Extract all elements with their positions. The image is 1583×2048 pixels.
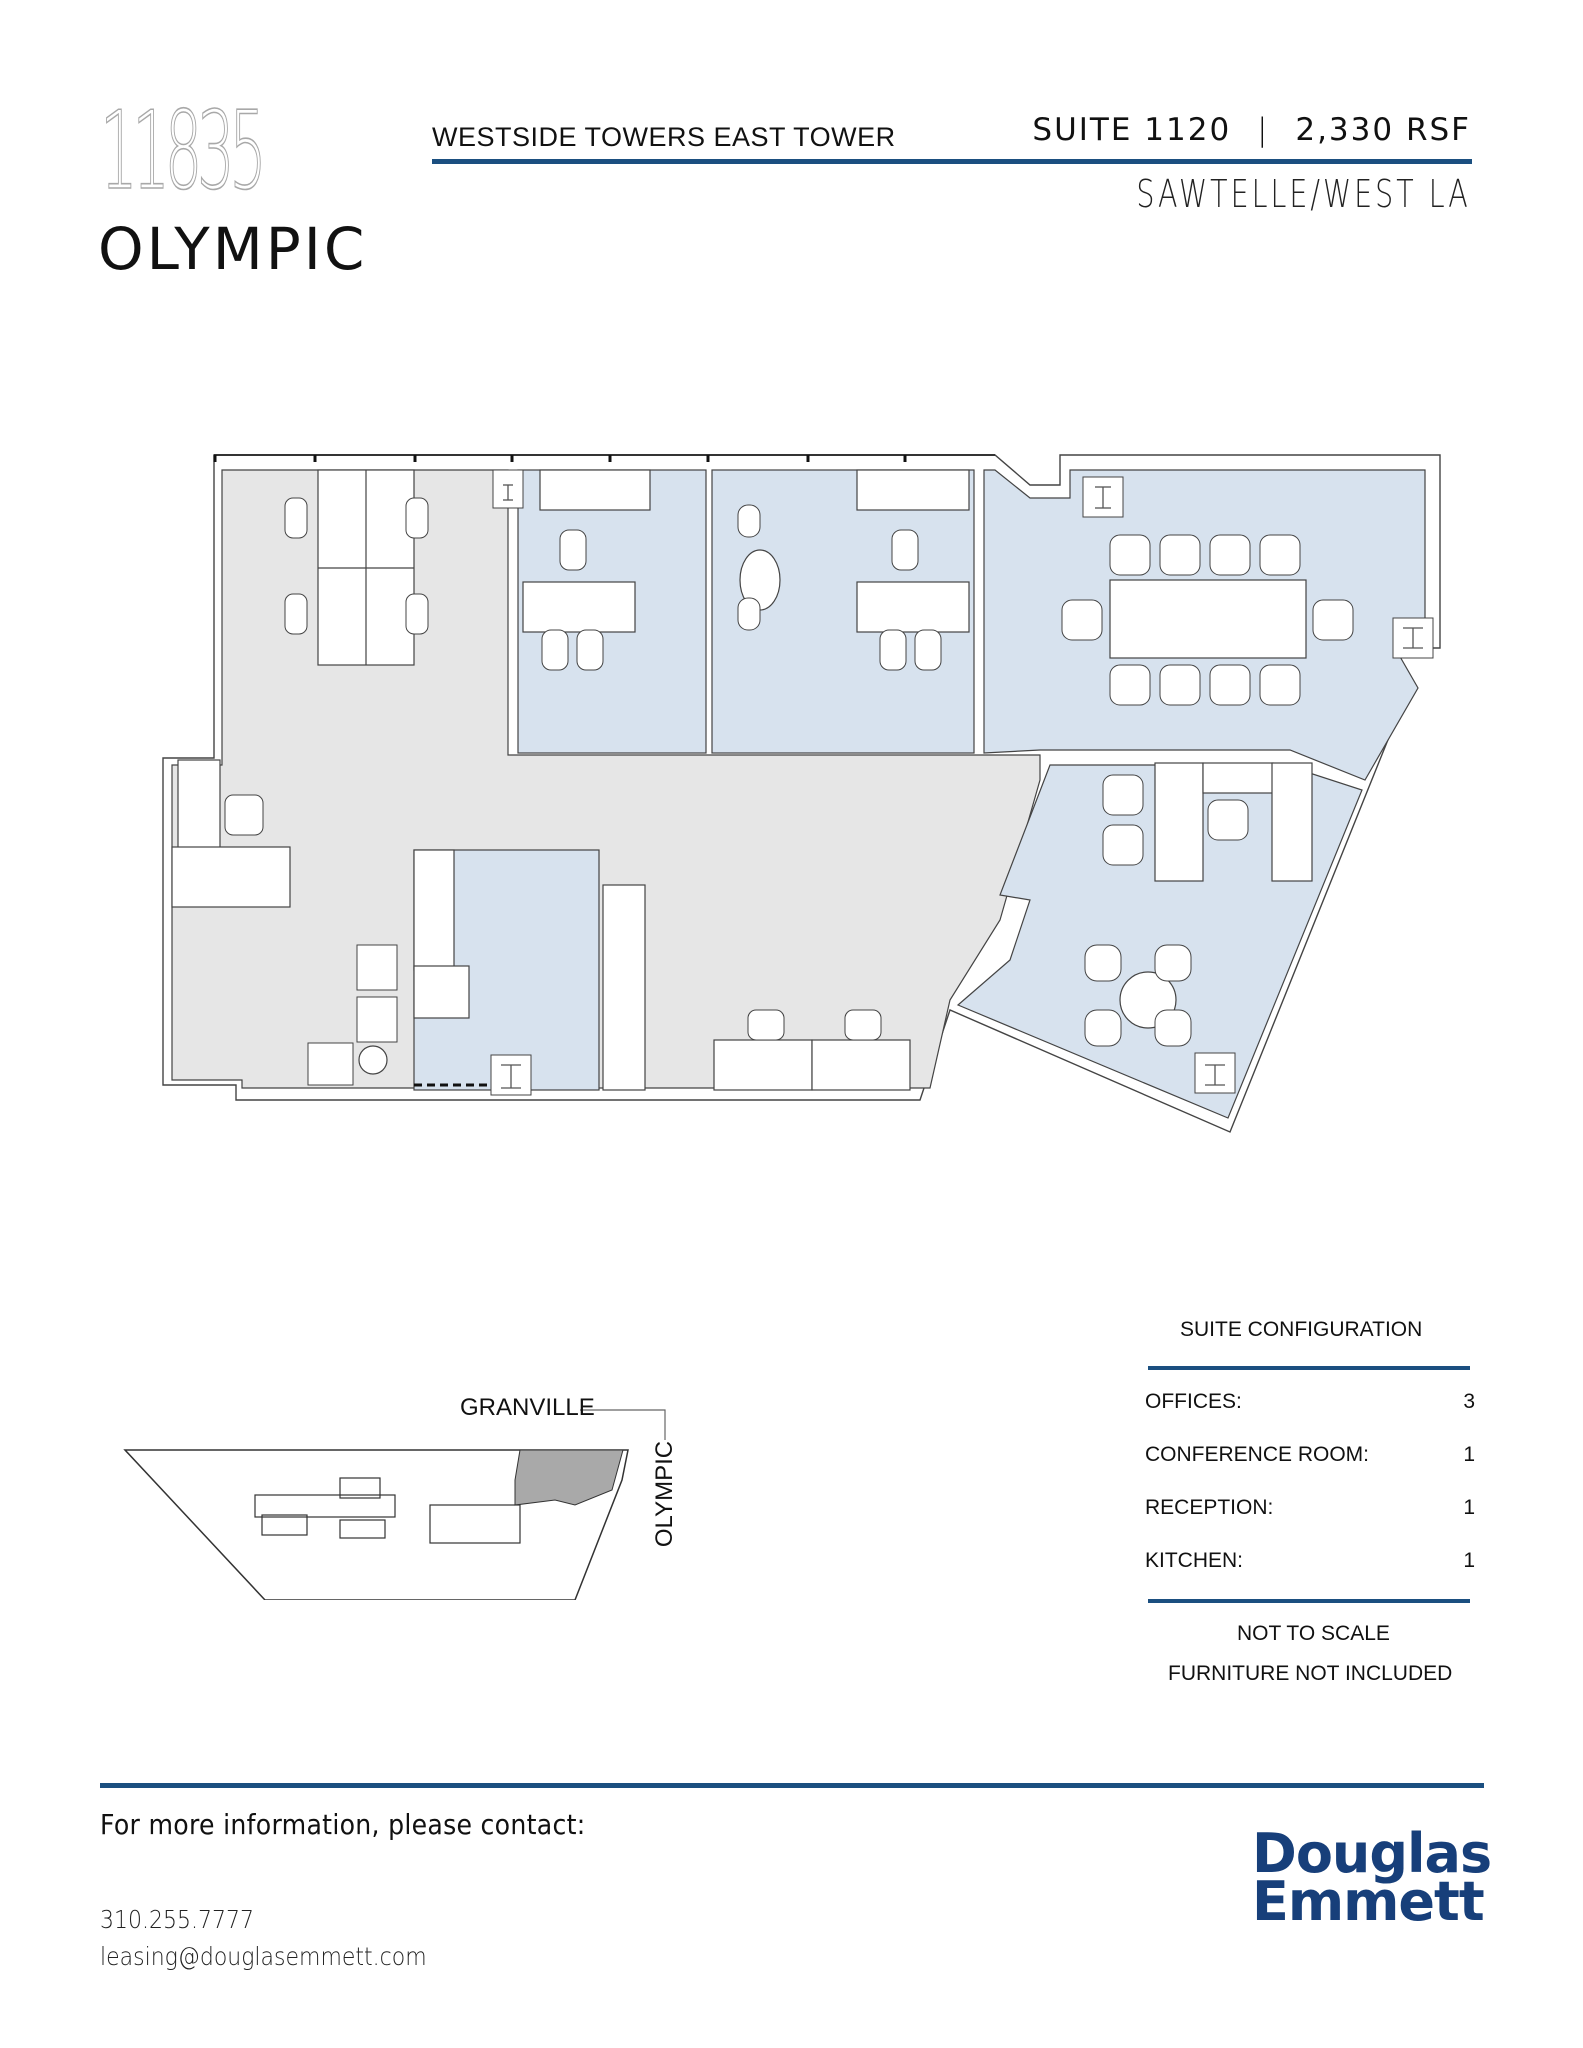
- street-label-granville: GRANVILLE: [460, 1394, 595, 1421]
- config-divider-bottom: [1148, 1599, 1470, 1603]
- config-label: KITCHEN:: [1145, 1549, 1244, 1572]
- address-street: OLYMPIC: [98, 215, 368, 283]
- config-value: 3: [1463, 1390, 1475, 1413]
- config-label: OFFICES:: [1145, 1390, 1242, 1413]
- config-row-reception: RECEPTION: 1: [1145, 1496, 1475, 1520]
- suite-config-title: SUITE CONFIGURATION: [1180, 1318, 1423, 1341]
- floor-plan: [162, 454, 1441, 1133]
- config-divider-top: [1148, 1366, 1470, 1370]
- logo-line-2: Emmett: [1252, 1870, 1485, 1933]
- separator: |: [1257, 112, 1270, 148]
- suite-info: SUITE 1120 | 2,330 RSF: [1032, 112, 1471, 148]
- config-row-conference: CONFERENCE ROOM: 1: [1145, 1443, 1475, 1467]
- config-label: RECEPTION:: [1145, 1496, 1274, 1519]
- config-row-kitchen: KITCHEN: 1: [1145, 1549, 1475, 1573]
- contact-heading: For more information, please contact:: [100, 1808, 586, 1841]
- footer-divider: [100, 1783, 1484, 1788]
- note-not-to-scale: NOT TO SCALE: [1237, 1622, 1390, 1645]
- key-plan: [123, 1409, 666, 1600]
- address-number: 11835: [100, 89, 268, 214]
- logo-line-1: Douglas: [1252, 1822, 1492, 1885]
- config-value: 1: [1463, 1549, 1475, 1572]
- note-furniture: FURNITURE NOT INCLUDED: [1168, 1662, 1453, 1685]
- building-name: WESTSIDE TOWERS EAST TOWER: [432, 122, 896, 152]
- config-row-offices: OFFICES: 3: [1145, 1390, 1475, 1414]
- submarket: SAWTELLE/WEST LA: [1136, 172, 1471, 216]
- config-value: 1: [1463, 1443, 1475, 1466]
- street-label-olympic: OLYMPIC: [651, 1440, 679, 1548]
- douglas-emmett-logo: Douglas Emmett: [1252, 1822, 1492, 1933]
- suite-area: 2,330 RSF: [1295, 112, 1471, 148]
- config-value: 1: [1463, 1496, 1475, 1519]
- config-label: CONFERENCE ROOM:: [1145, 1443, 1370, 1466]
- suite-number: SUITE 1120: [1032, 112, 1232, 148]
- contact-email[interactable]: leasing@douglasemmett.com: [100, 1942, 427, 1971]
- header-divider: [432, 159, 1472, 164]
- contact-phone[interactable]: 310.255.7777: [100, 1905, 254, 1934]
